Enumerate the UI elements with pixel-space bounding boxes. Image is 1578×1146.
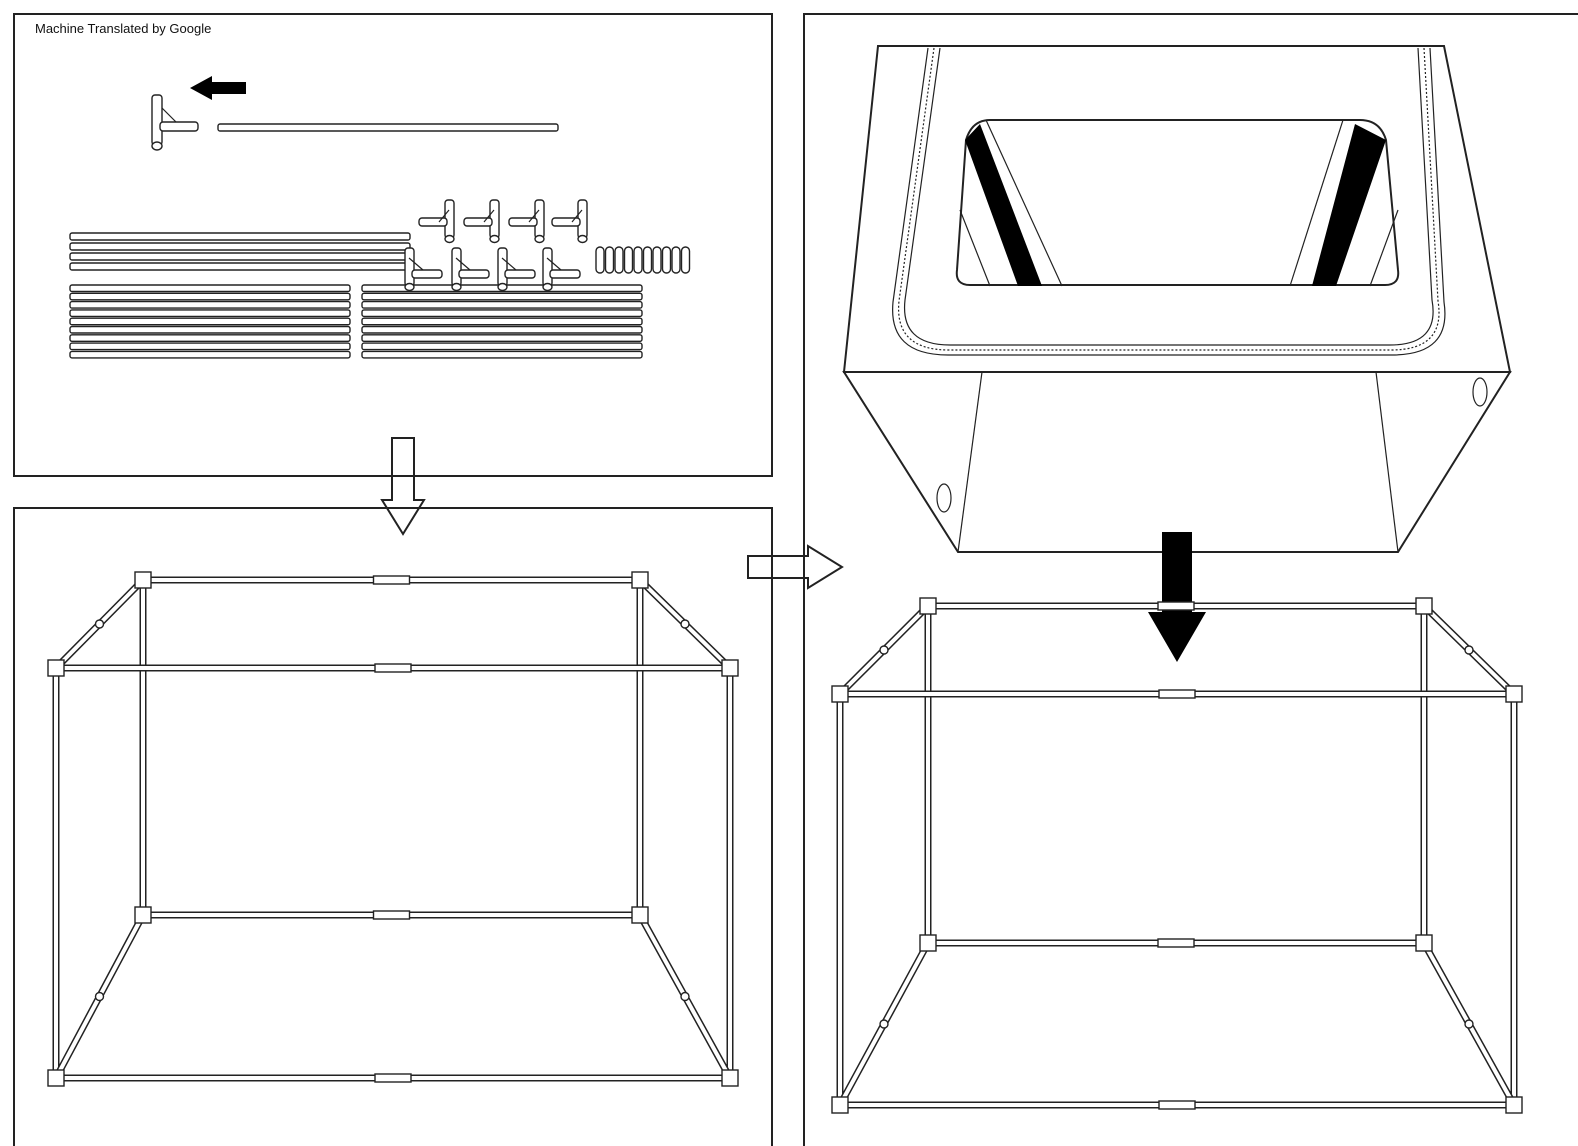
pipe-coupler xyxy=(1157,938,1195,948)
frame-joint xyxy=(919,597,937,615)
corner-connector xyxy=(404,247,443,292)
pipe-coupler xyxy=(372,910,411,920)
frame-joint xyxy=(631,906,649,924)
frame-joint xyxy=(1505,1096,1523,1114)
frame-joint xyxy=(134,571,152,589)
frame-joint xyxy=(47,659,65,677)
pipe-coupler xyxy=(94,619,105,629)
pipe-bundle xyxy=(69,232,643,359)
frame-joint xyxy=(831,685,849,703)
pipe-rod xyxy=(69,334,351,342)
end-cap xyxy=(595,246,605,274)
pipe-coupler xyxy=(372,575,411,585)
pipe-coupler xyxy=(879,645,889,655)
corner-connector xyxy=(463,199,500,244)
arrow-left-icon xyxy=(190,76,246,100)
end-cap xyxy=(642,246,653,274)
pipe-coupler xyxy=(94,991,105,1002)
long-rod xyxy=(217,123,559,132)
frame-joint xyxy=(631,571,649,589)
pipe-rod xyxy=(361,350,643,359)
pipe-rod xyxy=(69,252,411,261)
end-cap xyxy=(614,246,624,274)
pipe-rod xyxy=(361,292,643,301)
pipe-rod xyxy=(69,325,351,334)
corner-connector xyxy=(497,247,536,292)
arrow-down-outline-icon xyxy=(380,437,426,536)
corner-connector xyxy=(451,247,490,292)
tent-cover xyxy=(842,45,1512,662)
end-cap xyxy=(633,246,643,274)
frame-under-cover xyxy=(831,597,1523,1114)
pipe-rod xyxy=(361,317,643,326)
corner-connector xyxy=(508,199,545,244)
pipe-rod xyxy=(361,309,643,318)
frame-joint xyxy=(721,659,739,677)
corner-connector xyxy=(542,247,581,292)
end-cap xyxy=(661,246,672,274)
frame-joint xyxy=(721,1069,739,1087)
pipe-rod xyxy=(69,262,411,271)
pipe-coupler xyxy=(1464,645,1474,655)
pipe-rod xyxy=(69,350,351,359)
pipe-coupler xyxy=(680,991,690,1002)
frame-joint xyxy=(47,1069,65,1087)
end-cap xyxy=(604,246,615,274)
frame-joint xyxy=(134,906,152,924)
frame-joint xyxy=(919,934,937,952)
frame-joint xyxy=(831,1096,849,1114)
pipe-rod xyxy=(361,342,643,351)
pipe-coupler xyxy=(1464,1019,1474,1029)
corner-connector xyxy=(418,199,455,244)
arrow-right-outline-icon xyxy=(747,544,844,590)
pipe-rod xyxy=(69,300,351,309)
end-cap xyxy=(652,246,662,274)
end-cap-group xyxy=(595,246,691,274)
end-cap xyxy=(623,246,634,274)
end-cap xyxy=(671,246,681,274)
parts-layout-panel xyxy=(69,76,691,536)
pipe-rod xyxy=(69,317,351,326)
pipe-coupler xyxy=(680,619,690,629)
pipe-rod xyxy=(69,342,351,351)
pipe-coupler xyxy=(1158,1100,1196,1110)
frame-joint xyxy=(1505,685,1523,703)
connector-group xyxy=(404,199,588,292)
watermark-text: Machine Translated by Google xyxy=(35,21,212,36)
corner-connector xyxy=(551,199,588,244)
pipe-rod xyxy=(361,325,643,334)
pipe-coupler xyxy=(374,1073,412,1083)
t-connector xyxy=(151,94,199,151)
pipe-rod xyxy=(69,292,351,301)
panel-borders xyxy=(13,13,1578,1146)
end-cap xyxy=(680,246,691,274)
pipe-coupler xyxy=(879,1019,889,1029)
pipe-rod xyxy=(361,300,643,309)
pipe-coupler xyxy=(1158,689,1196,699)
pipe-rod xyxy=(69,284,351,293)
pipe-rod xyxy=(361,334,643,342)
pipe-rod xyxy=(69,232,411,241)
arrow-down-solid-icon xyxy=(1148,532,1206,662)
pipe-coupler xyxy=(374,663,412,673)
pipe-rod xyxy=(69,242,411,251)
frame-joint xyxy=(1415,934,1433,952)
pipe-coupler xyxy=(1157,601,1195,611)
frame-joint xyxy=(1415,597,1433,615)
pipe-rod xyxy=(69,309,351,318)
assembled-frame xyxy=(47,571,739,1087)
